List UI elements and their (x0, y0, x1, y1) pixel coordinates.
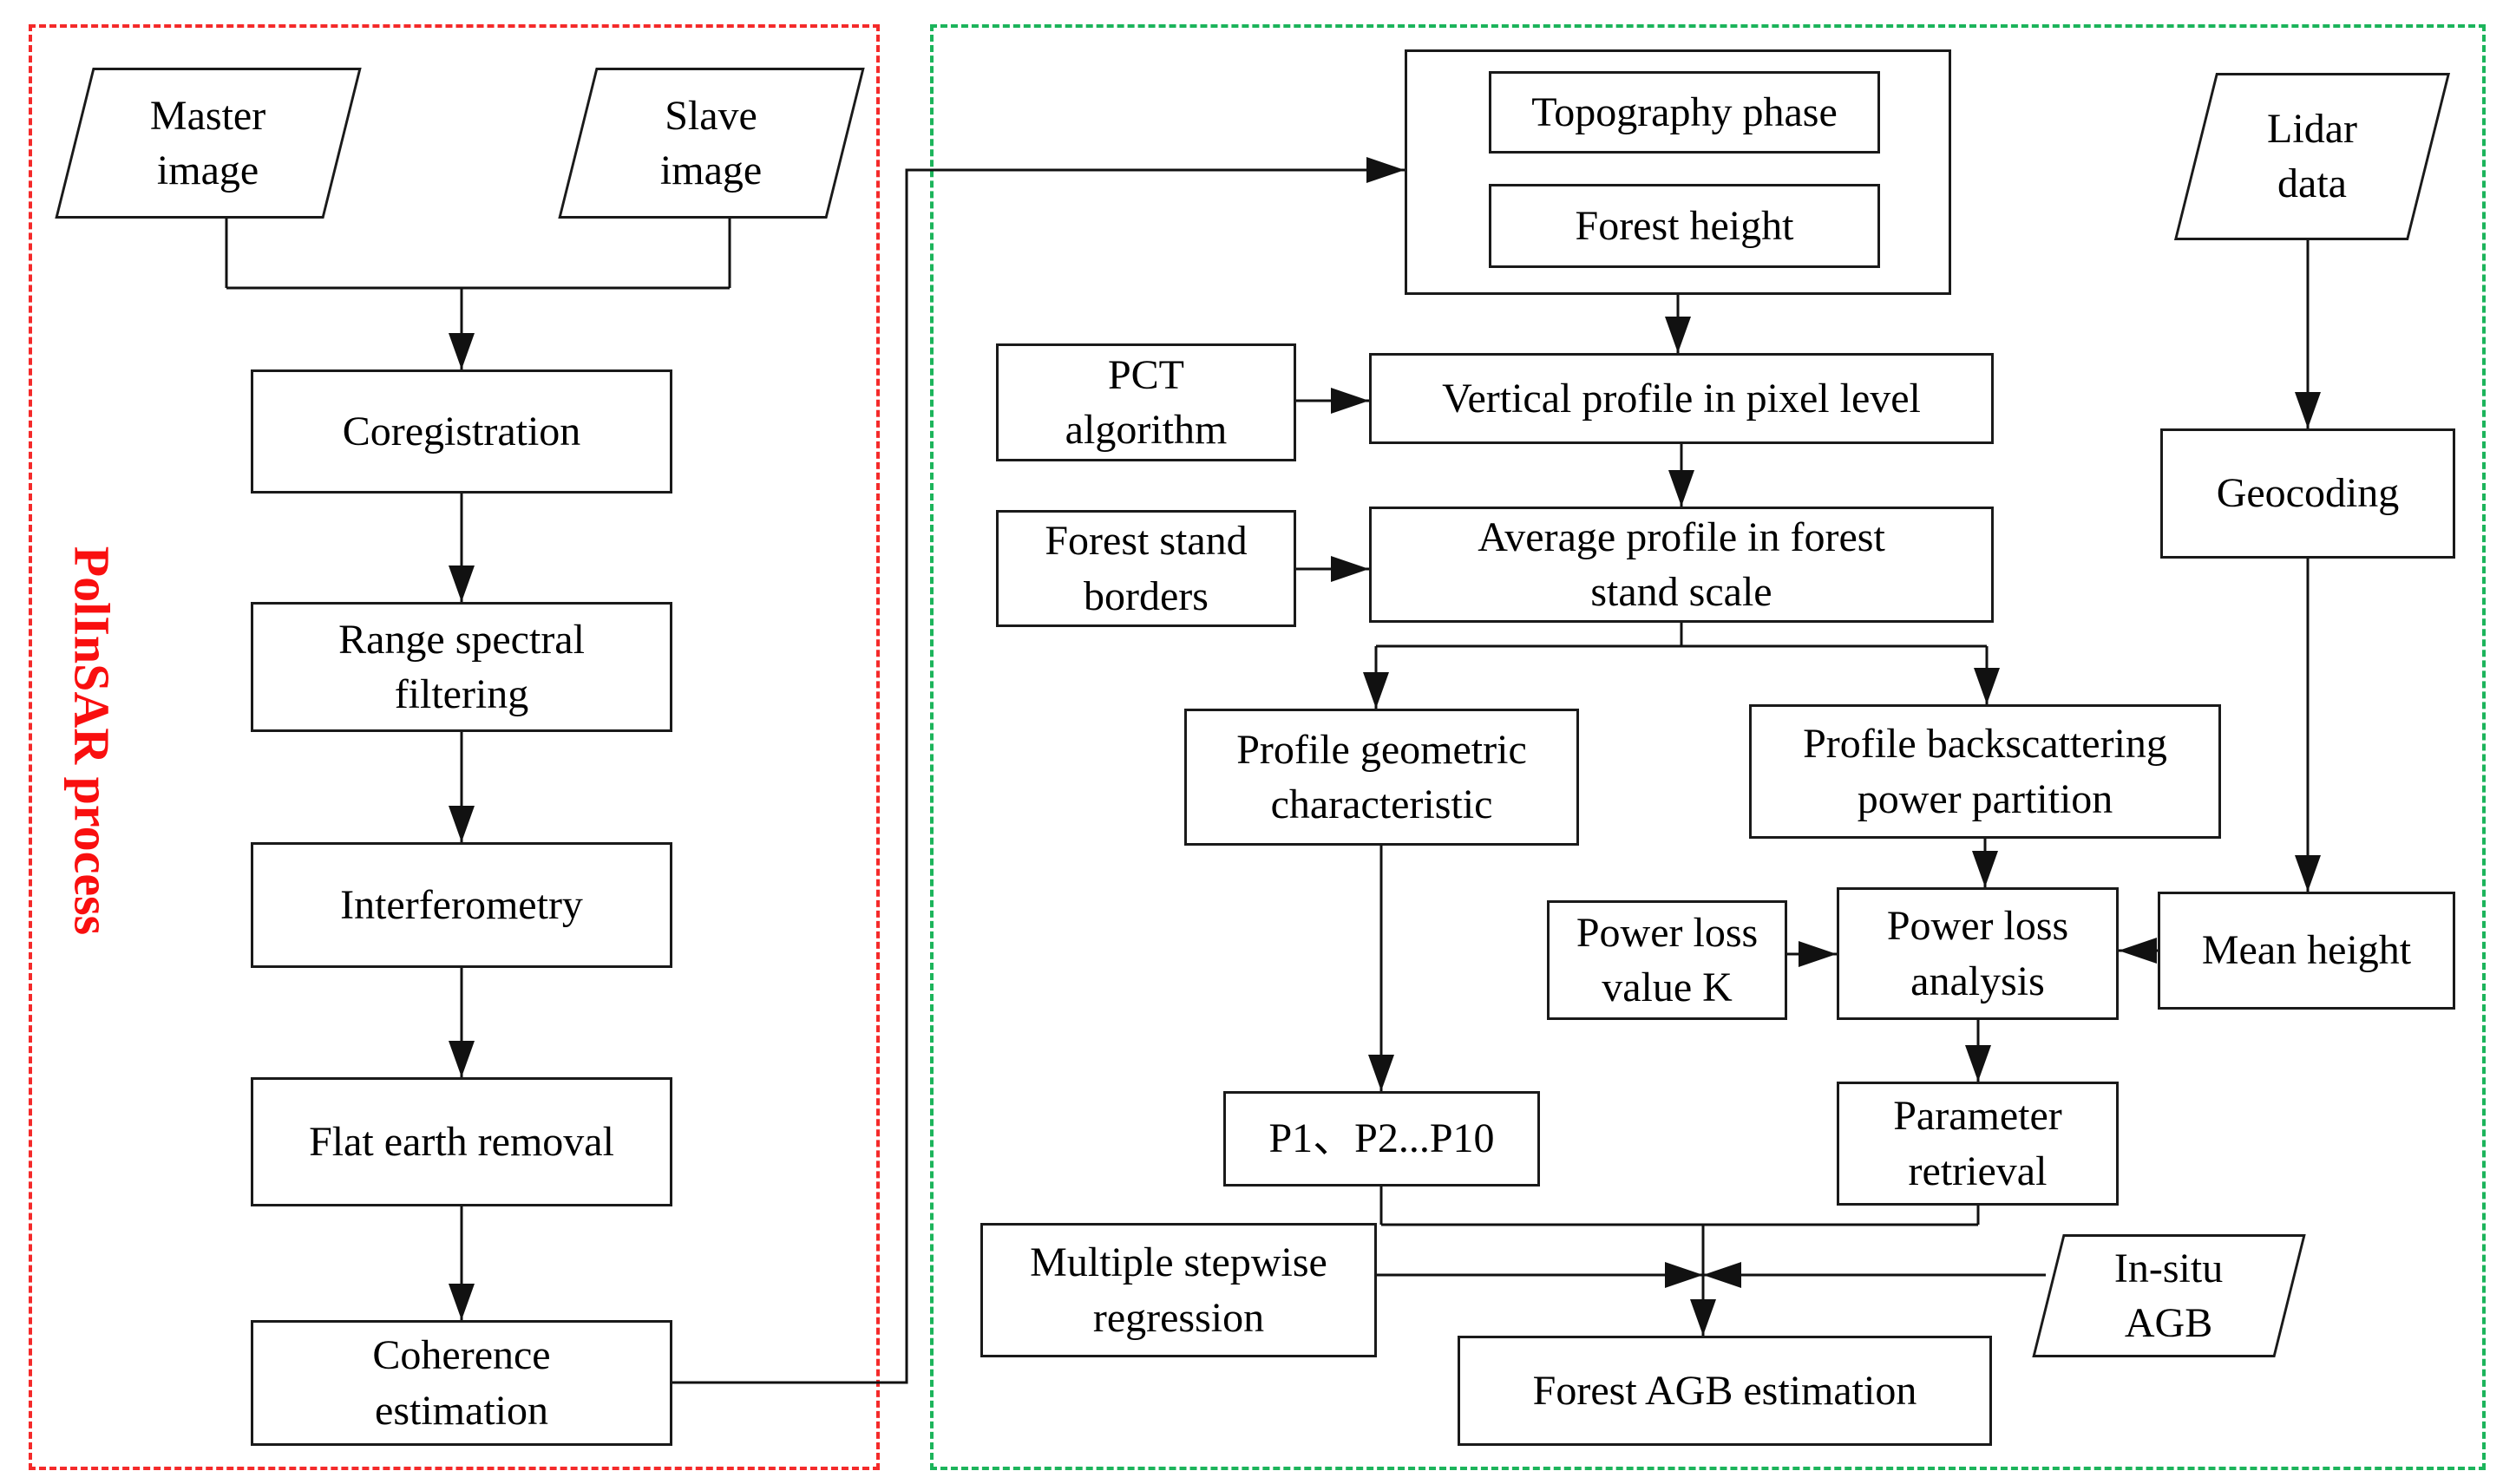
connector-p-parameter-merge (1379, 1187, 1980, 1336)
node-forest-stand-borders-label: Forest stand borders (1045, 518, 1248, 619)
node-p-parameters: P1、P2...P10 (1223, 1091, 1540, 1187)
node-in-situ-agb: In-situ AGB (2032, 1234, 2306, 1357)
node-interferometry: Interferometry (251, 842, 672, 968)
node-average-profile: Average profile in forest stand scale (1369, 507, 1994, 623)
node-p-parameters-label: P1、P2...P10 (1268, 1115, 1495, 1162)
node-topography-phase-label: Topography phase (1531, 88, 1838, 135)
node-mean-height: Mean height (2158, 892, 2455, 1010)
node-range-spectral-filtering: Range spectral filtering (251, 602, 672, 732)
analysis-panel (930, 24, 2486, 1470)
node-forest-stand-borders: Forest stand borders (996, 510, 1296, 627)
node-profile-geometric: Profile geometric characteristic (1184, 709, 1579, 846)
polinsar-process-label: PolInSAR process (63, 546, 121, 936)
node-forest-agb-estimation: Forest AGB estimation (1458, 1336, 1992, 1446)
node-coregistration: Coregistration (251, 369, 672, 494)
node-power-loss-analysis-label: Power loss analysis (1886, 903, 2069, 1004)
node-slave-image-label: Slave image (660, 92, 763, 193)
node-parameter-retrieval-label: Parameter retrieval (1893, 1093, 2062, 1194)
node-profile-backscattering: Profile backscattering power partition (1749, 704, 2221, 839)
node-geocoding: Geocoding (2160, 428, 2455, 559)
node-in-situ-agb-label: In-situ AGB (2114, 1245, 2224, 1346)
node-pct-algorithm: PCT algorithm (996, 343, 1296, 461)
connector-master-slave-join (225, 219, 731, 369)
node-interferometry-label: Interferometry (340, 881, 583, 928)
node-lidar-data: Lidar data (2173, 73, 2451, 240)
node-pct-algorithm-label: PCT algorithm (1065, 351, 1228, 453)
node-topography-phase: Topography phase (1489, 71, 1880, 154)
node-master-image-label: Master image (150, 92, 266, 193)
node-vertical-profile-label: Vertical profile in pixel level (1442, 375, 1921, 422)
node-power-loss-analysis: Power loss analysis (1837, 887, 2119, 1020)
node-geocoding-label: Geocoding (2216, 470, 2400, 517)
node-parameter-retrieval: Parameter retrieval (1837, 1082, 2119, 1206)
node-profile-geometric-label: Profile geometric characteristic (1236, 726, 1527, 827)
node-slave-image: Slave image (558, 68, 865, 219)
polinsar-process-panel (29, 24, 880, 1470)
node-flat-earth-removal-label: Flat earth removal (309, 1118, 614, 1165)
node-forest-height-label: Forest height (1575, 202, 1794, 249)
node-multiple-stepwise-regression: Multiple stepwise regression (980, 1223, 1377, 1357)
bowtie-junction-right (1703, 1262, 1741, 1288)
node-coregistration-label: Coregistration (342, 408, 581, 454)
node-lidar-data-label: Lidar data (2267, 106, 2357, 207)
connector-average-split (1374, 623, 1989, 709)
connector-coherence-topography (672, 168, 1405, 1384)
node-power-loss-value-k-label: Power loss value K (1576, 909, 1759, 1010)
arrowheads (449, 157, 2321, 1336)
node-vertical-profile: Vertical profile in pixel level (1369, 353, 1994, 444)
bowtie-junction-left (1665, 1262, 1703, 1288)
node-flat-earth-removal: Flat earth removal (251, 1077, 672, 1206)
node-profile-backscattering-label: Profile backscattering power partition (1803, 721, 2167, 822)
node-master-image: Master image (55, 68, 362, 219)
node-coherence-estimation: Coherence estimation (251, 1320, 672, 1446)
node-forest-agb-estimation-label: Forest AGB estimation (1532, 1367, 1917, 1414)
node-forest-height: Forest height (1489, 184, 1880, 268)
node-coherence-estimation-label: Coherence estimation (372, 1332, 551, 1434)
node-multiple-stepwise-regression-label: Multiple stepwise regression (1030, 1239, 1327, 1341)
node-average-profile-label: Average profile in forest stand scale (1478, 513, 1885, 615)
node-mean-height-label: Mean height (2201, 927, 2412, 974)
node-power-loss-value-k: Power loss value K (1547, 900, 1787, 1020)
node-range-spectral-filtering-label: Range spectral filtering (338, 616, 585, 717)
